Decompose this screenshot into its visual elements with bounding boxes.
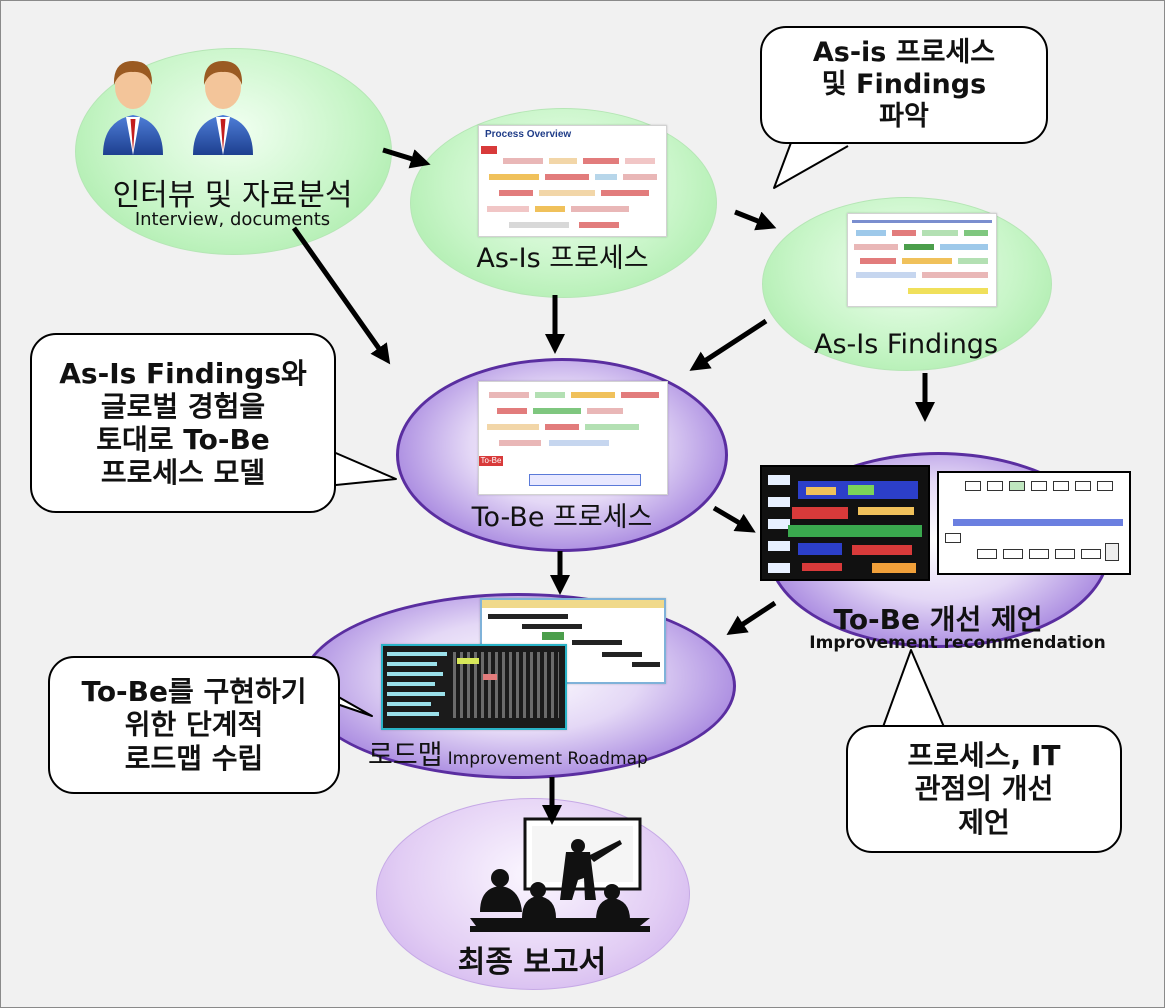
arrow-findings-to-tobe bbox=[689, 318, 768, 371]
arrow-interview-to-asis bbox=[382, 147, 431, 169]
improvement-thumbnail-right bbox=[937, 471, 1131, 575]
interview-label: 인터뷰 및 자료분석 bbox=[112, 178, 353, 213]
asis-findings-label: As-Is Findings bbox=[813, 329, 999, 360]
callout-roadmap: To-Be를 구현하기 위한 단계적 로드맵 수립 bbox=[48, 656, 340, 794]
arrow-tobe-to-improvement bbox=[712, 505, 756, 533]
callout-tobe-model: As-Is Findings와 글로벌 경험을 토대로 To-Be 프로세스 모… bbox=[30, 333, 336, 513]
asis-findings-thumbnail bbox=[847, 213, 997, 307]
roadmap-label-kr: 로드맵 bbox=[368, 740, 443, 771]
tobe-process-label: To-Be 프로세스 bbox=[471, 502, 653, 533]
tobe-tag: To-Be bbox=[479, 456, 503, 466]
roadmap-label-en: Improvement Roadmap bbox=[447, 749, 648, 769]
arrow-asis-to-findings bbox=[734, 209, 777, 231]
callout-asis-findings: As-is 프로세스 및 Findings 파악 bbox=[760, 26, 1048, 144]
asis-process-thumbnail: Process Overview bbox=[478, 125, 667, 237]
tobe-improvement-sublabel: Improvement recommendation bbox=[809, 633, 1106, 653]
interview-sublabel: Interview, documents bbox=[134, 209, 331, 230]
tobe-process-thumbnail: To-Be bbox=[478, 381, 668, 495]
roadmap-label: 로드맵 Improvement Roadmap bbox=[368, 733, 738, 772]
arrow-improvement-to-roadmap bbox=[726, 600, 777, 635]
improvement-thumbnail-left bbox=[760, 465, 930, 581]
arrow-interview-to-tobe bbox=[291, 226, 391, 365]
final-report-label: 최종 보고서 bbox=[457, 945, 607, 980]
roadmap-thumbnail-front bbox=[381, 644, 567, 730]
tobe-improvement-label: To-Be 개선 제언 bbox=[833, 603, 1043, 636]
asis-process-label: As-Is 프로세스 bbox=[476, 243, 649, 274]
callout-improvement: 프로세스, IT 관점의 개선 제언 bbox=[846, 725, 1122, 853]
